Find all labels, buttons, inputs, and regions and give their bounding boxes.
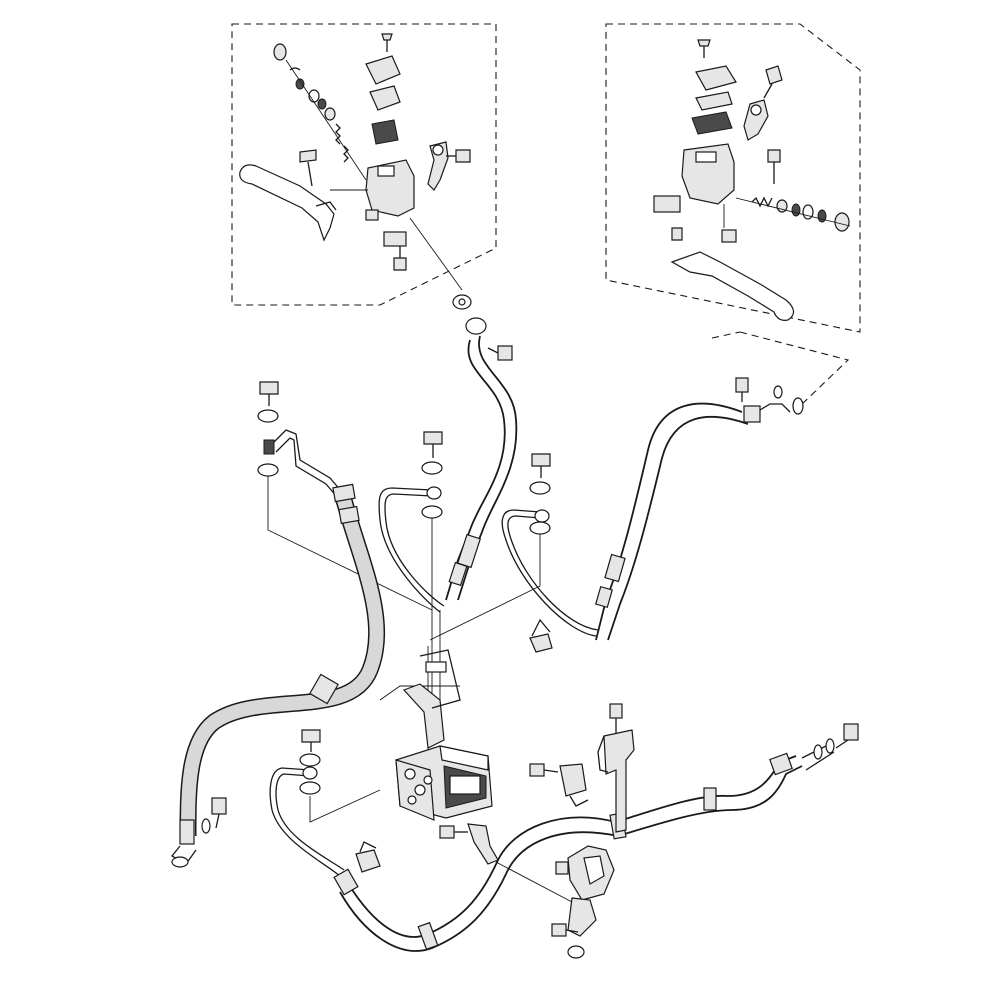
bolt-icon bbox=[529, 763, 559, 777]
brake-lever-icon bbox=[239, 164, 335, 242]
banjo-bolt-group-left bbox=[257, 381, 279, 520]
clamp-icon bbox=[355, 841, 381, 873]
brake-light-switch bbox=[653, 195, 681, 213]
nut bbox=[721, 229, 737, 243]
bolt-icon bbox=[423, 431, 443, 458]
left-master-cylinder-assembly bbox=[239, 33, 471, 291]
bolt-icon bbox=[697, 39, 711, 58]
bolt-icon bbox=[555, 861, 569, 875]
washer-icon bbox=[171, 856, 189, 868]
rear-brake-hose-upper bbox=[595, 377, 804, 641]
brake-lever-icon bbox=[670, 251, 795, 321]
right-master-cylinder-detail-box bbox=[605, 23, 861, 333]
bolt-icon bbox=[609, 703, 623, 734]
bolt-icon bbox=[551, 923, 579, 937]
abs-modulator-icon bbox=[395, 745, 493, 821]
bolt-icon bbox=[439, 825, 468, 839]
banjo-fitting bbox=[743, 99, 769, 141]
pivot-bolt bbox=[767, 149, 781, 184]
master-cylinder-icon bbox=[681, 143, 735, 205]
bolt-icon bbox=[763, 65, 783, 99]
bolt-icon bbox=[211, 797, 227, 829]
brake-pipe-left bbox=[263, 429, 343, 499]
brake-light-switch bbox=[383, 231, 407, 247]
hose-bracket-lower bbox=[439, 823, 615, 959]
washer-icon bbox=[421, 505, 443, 519]
washer-icon bbox=[299, 753, 321, 767]
bolt-icon bbox=[259, 381, 279, 406]
clamp-icon bbox=[529, 618, 553, 653]
banjo-bolt-group-right bbox=[529, 453, 551, 535]
diaphragm bbox=[691, 111, 733, 135]
banjo-bolt-group-center bbox=[421, 431, 443, 519]
washer-icon bbox=[201, 818, 211, 834]
caliper-bolt-group bbox=[171, 797, 227, 868]
washer-icon bbox=[529, 481, 551, 495]
washer-icon bbox=[529, 521, 551, 535]
front-brake-hose-upper bbox=[445, 294, 518, 601]
bolt-icon bbox=[381, 33, 393, 52]
front-brake-hose-main bbox=[171, 483, 386, 865]
washer-icon bbox=[421, 461, 443, 475]
bolt-icon bbox=[671, 227, 683, 241]
cap-plate bbox=[369, 85, 401, 111]
brake-pipe-middle-left bbox=[378, 486, 445, 613]
reservoir-cap bbox=[365, 55, 401, 85]
brake-pipe-lower-left bbox=[269, 766, 345, 877]
bolt-icon bbox=[487, 345, 513, 361]
bolt-icon bbox=[393, 246, 407, 271]
nut bbox=[365, 209, 379, 221]
bolt-icon bbox=[301, 729, 321, 752]
hose-bracket-upper bbox=[597, 703, 635, 833]
banjo-bolt-group-lower bbox=[299, 729, 321, 795]
reference-lines bbox=[267, 331, 850, 823]
washer-icon bbox=[257, 409, 279, 423]
bolt-icon bbox=[446, 149, 471, 163]
pivot-bolt bbox=[299, 149, 317, 187]
abs-bracket bbox=[402, 649, 461, 749]
bolt-icon bbox=[531, 453, 551, 478]
piston-kit bbox=[735, 196, 851, 232]
washer-icon bbox=[299, 781, 321, 795]
washer-icon bbox=[773, 385, 783, 399]
banjo-fitting bbox=[427, 141, 449, 191]
washer-icon bbox=[813, 744, 823, 760]
left-master-cylinder-detail-box bbox=[231, 23, 497, 306]
washer-icon bbox=[792, 397, 804, 415]
brake-pipe-middle-right bbox=[501, 509, 599, 637]
right-master-cylinder-assembly bbox=[653, 39, 851, 321]
reservoir-cap bbox=[695, 65, 737, 91]
cap-plate bbox=[695, 91, 733, 111]
diaphragm bbox=[371, 119, 399, 145]
hose-bracket-middle bbox=[529, 763, 589, 807]
washer-icon bbox=[567, 945, 585, 959]
bolt-icon bbox=[835, 723, 859, 749]
washer-icon bbox=[825, 738, 835, 754]
bolt-icon bbox=[735, 377, 749, 402]
piston-kit bbox=[273, 43, 367, 181]
washer-icon bbox=[257, 463, 279, 477]
